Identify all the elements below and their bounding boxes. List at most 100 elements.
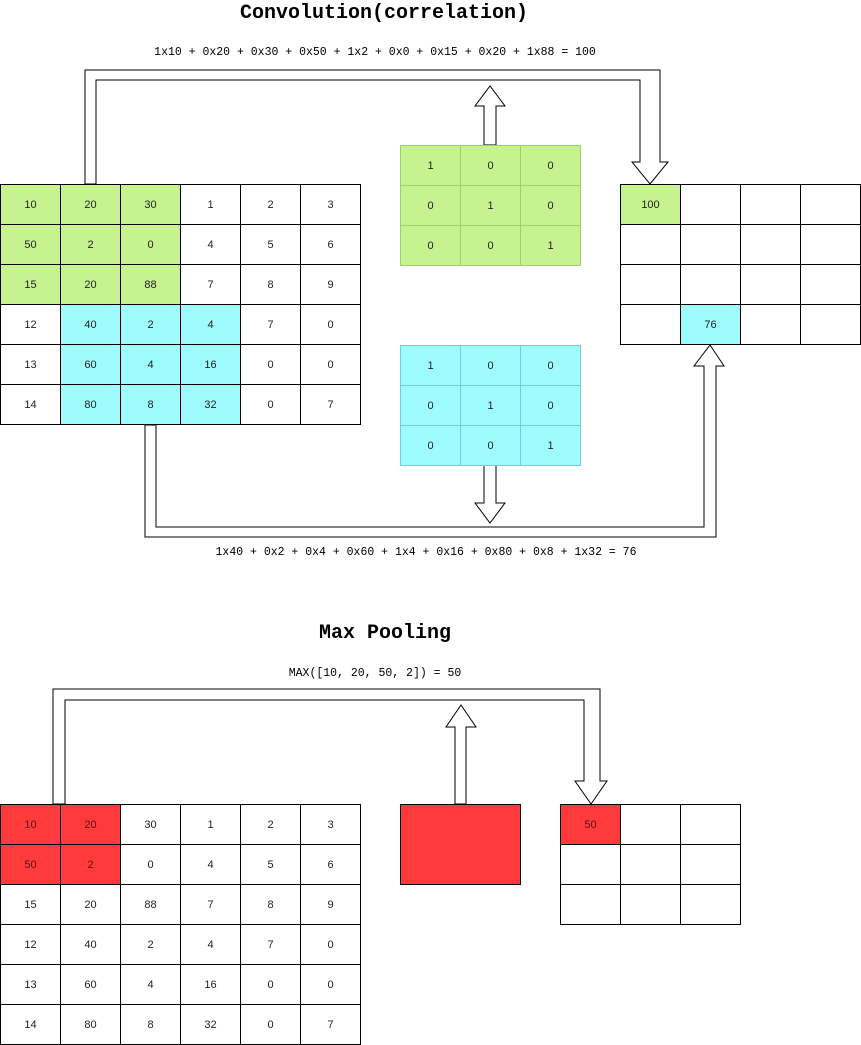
matrix-cell: 4 — [120, 964, 181, 1005]
matrix-cell: 0 — [300, 964, 361, 1005]
matrix-cell — [740, 184, 801, 225]
matrix-cell: 2 — [60, 224, 121, 265]
matrix-cell: 40 — [60, 304, 121, 345]
matrix-cell — [680, 884, 741, 925]
conv-top-flow-arrow — [84, 69, 670, 185]
matrix-cell: 10 — [0, 804, 61, 845]
matrix-cell: 14 — [0, 384, 61, 425]
matrix-cell: 5 — [240, 224, 301, 265]
conv-bottom-flow-arrow — [144, 344, 725, 538]
matrix-cell: 1 — [180, 184, 241, 225]
max-pooling-title: Max Pooling — [318, 622, 452, 645]
matrix-cell: 0 — [300, 924, 361, 965]
matrix-cell: 2 — [240, 184, 301, 225]
matrix-cell: 7 — [180, 884, 241, 925]
matrix-cell — [680, 184, 741, 225]
matrix-cell: 4 — [180, 224, 241, 265]
matrix-cell: 8 — [240, 264, 301, 305]
matrix-cell — [680, 224, 741, 265]
matrix-cell: 0 — [120, 844, 181, 885]
matrix-cell: 1 — [460, 385, 521, 426]
matrix-cell: 30 — [120, 184, 181, 225]
matrix-cell: 4 — [120, 344, 181, 385]
matrix-cell: 8 — [120, 1004, 181, 1045]
matrix-cell: 0 — [520, 345, 581, 386]
matrix-cell: 0 — [520, 145, 581, 186]
matrix-cell: 8 — [120, 384, 181, 425]
matrix-cell — [740, 224, 801, 265]
pool-up-arrow — [445, 704, 477, 805]
matrix-cell — [620, 264, 681, 305]
matrix-cell: 15 — [0, 884, 61, 925]
matrix-cell: 2 — [120, 304, 181, 345]
matrix-cell — [740, 304, 801, 345]
matrix-cell: 0 — [120, 224, 181, 265]
matrix-cell: 0 — [460, 345, 521, 386]
matrix-cell: 1 — [520, 425, 581, 466]
matrix-cell — [620, 884, 681, 925]
matrix-cell: 12 — [0, 924, 61, 965]
matrix-cell: 50 — [0, 224, 61, 265]
matrix-cell: 1 — [460, 185, 521, 226]
matrix-cell: 16 — [180, 344, 241, 385]
matrix-cell: 4 — [180, 304, 241, 345]
matrix-cell: 0 — [520, 385, 581, 426]
matrix-cell: 7 — [180, 264, 241, 305]
matrix-cell: 1 — [400, 145, 461, 186]
matrix-cell: 7 — [300, 384, 361, 425]
matrix-cell — [560, 884, 621, 925]
matrix-cell: 15 — [0, 264, 61, 305]
kernel-down-arrow — [474, 464, 506, 524]
matrix-cell — [800, 184, 861, 225]
matrix-cell: 0 — [400, 425, 461, 466]
matrix-cell: 6 — [300, 844, 361, 885]
matrix-cell: 2 — [240, 804, 301, 845]
matrix-cell: 3 — [300, 184, 361, 225]
matrix-cell — [620, 844, 681, 885]
matrix-cell: 8 — [240, 884, 301, 925]
matrix-cell: 88 — [120, 884, 181, 925]
matrix-cell: 0 — [240, 384, 301, 425]
matrix-cell: 0 — [460, 225, 521, 266]
matrix-cell: 32 — [180, 384, 241, 425]
matrix-cell — [800, 224, 861, 265]
matrix-cell: 50 — [0, 844, 61, 885]
matrix-cell — [620, 224, 681, 265]
matrix-cell: 60 — [60, 964, 121, 1005]
matrix-cell: 4 — [180, 844, 241, 885]
matrix-cell: 12 — [0, 304, 61, 345]
matrix-cell — [620, 304, 681, 345]
matrix-cell: 0 — [400, 385, 461, 426]
matrix-cell: 6 — [300, 224, 361, 265]
convolution-title: Convolution(correlation) — [239, 2, 529, 25]
matrix-cell: 50 — [560, 804, 621, 845]
convolution-formula-top: 1x10 + 0x20 + 0x30 + 0x50 + 1x2 + 0x0 + … — [154, 46, 596, 59]
matrix-cell: 100 — [620, 184, 681, 225]
matrix-cell: 2 — [120, 924, 181, 965]
pooling-window — [400, 804, 521, 885]
matrix-cell — [680, 804, 741, 845]
matrix-cell: 1 — [520, 225, 581, 266]
matrix-cell: 80 — [60, 1004, 121, 1045]
matrix-cell: 32 — [180, 1004, 241, 1045]
matrix-cell: 9 — [300, 884, 361, 925]
matrix-cell — [680, 844, 741, 885]
matrix-cell: 20 — [60, 184, 121, 225]
pooling-output-matrix: 50 — [560, 804, 741, 925]
matrix-cell: 20 — [60, 884, 121, 925]
matrix-cell: 30 — [120, 804, 181, 845]
matrix-cell: 0 — [400, 225, 461, 266]
matrix-cell: 0 — [460, 425, 521, 466]
matrix-cell: 9 — [300, 264, 361, 305]
matrix-cell — [560, 844, 621, 885]
matrix-cell: 0 — [300, 304, 361, 345]
matrix-cell: 0 — [240, 964, 301, 1005]
matrix-cell — [800, 264, 861, 305]
matrix-cell: 88 — [120, 264, 181, 305]
matrix-cell: 0 — [460, 145, 521, 186]
matrix-cell: 20 — [60, 264, 121, 305]
